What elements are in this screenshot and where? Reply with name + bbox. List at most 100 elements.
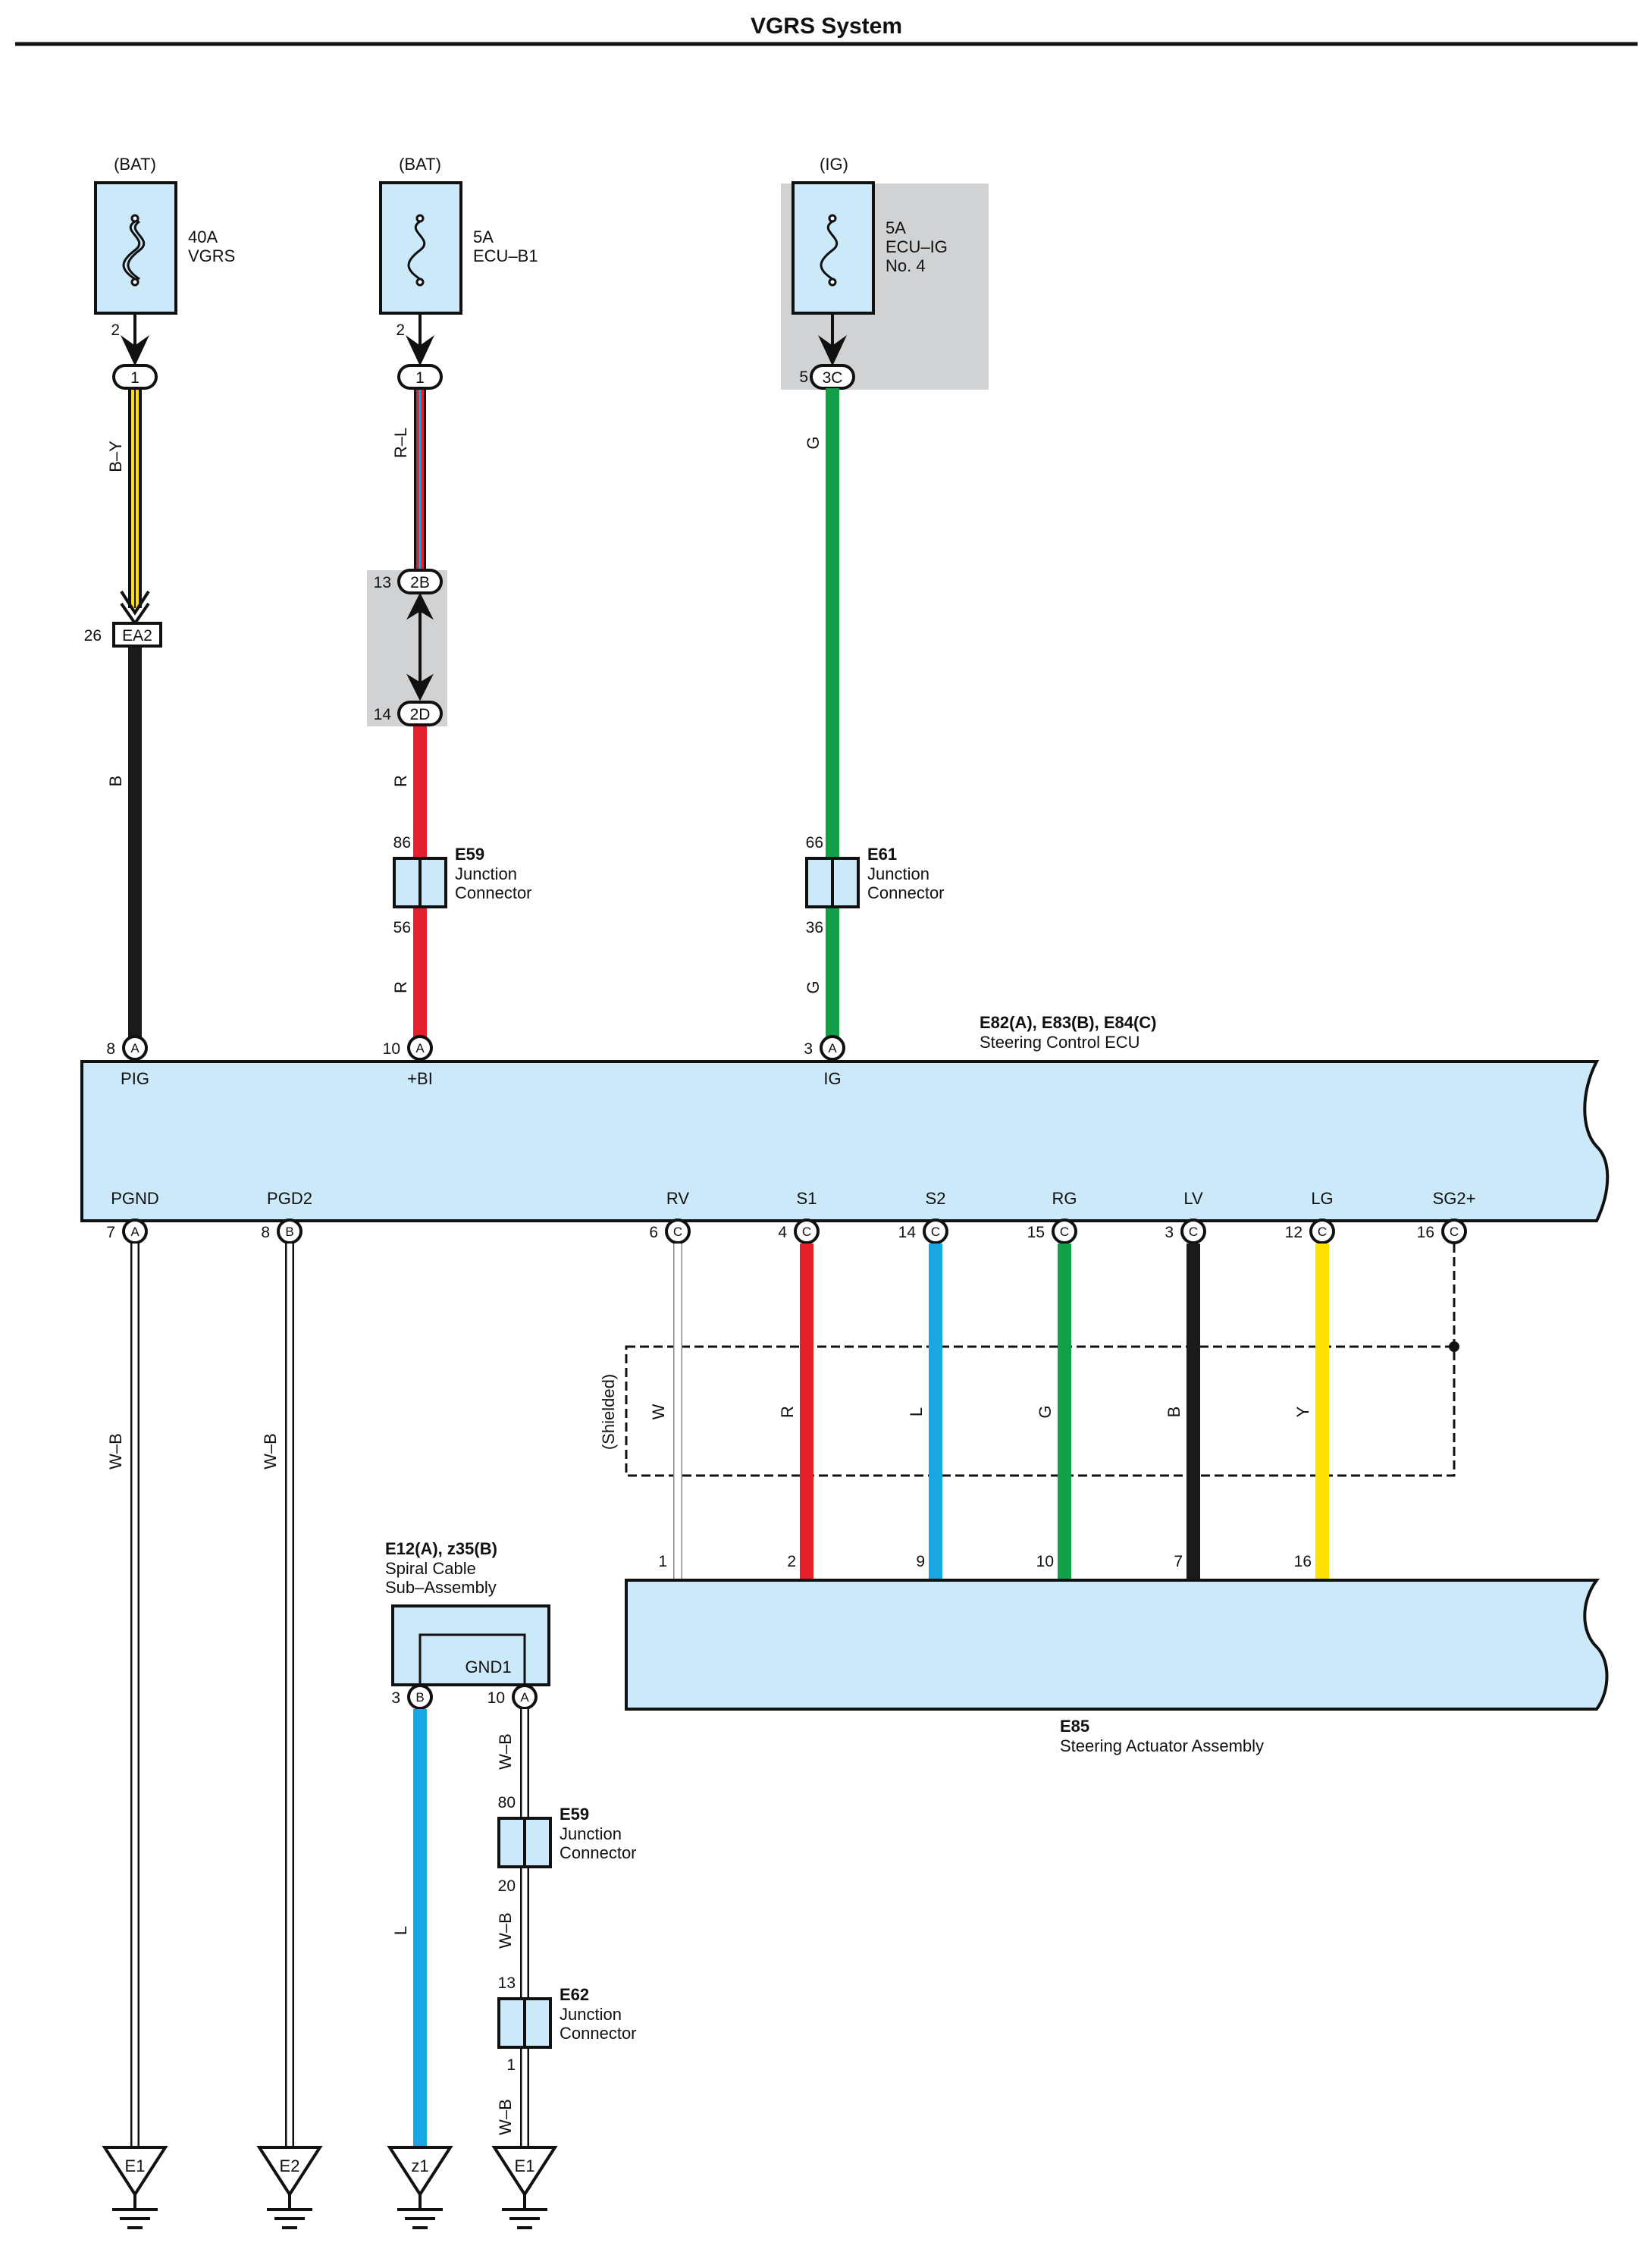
pin-number: 13 bbox=[374, 574, 391, 591]
shield-label: (Shielded) bbox=[599, 1374, 618, 1450]
ecu-terminal-bi: A 10 +BI bbox=[383, 1035, 433, 1088]
fuse-box bbox=[379, 181, 462, 315]
pin-number: 66 bbox=[806, 834, 823, 852]
terminal-pin: 10 bbox=[1036, 1553, 1054, 1570]
terminal-pin: 16 bbox=[1417, 1224, 1434, 1241]
spiral-cable-sub-assembly bbox=[391, 1604, 550, 1686]
spiral-terminal-a: A 10 bbox=[487, 1684, 538, 1710]
terminal-pin: 2 bbox=[787, 1553, 796, 1570]
terminal-connector: C bbox=[1450, 1225, 1459, 1239]
terminal-pin: 9 bbox=[916, 1553, 925, 1570]
terminal-name: S2 bbox=[926, 1189, 946, 1208]
wire-color-label: R bbox=[778, 1406, 797, 1418]
pin-number: 2 bbox=[111, 321, 120, 339]
wire-color-label: L bbox=[907, 1407, 926, 1416]
pin-number: 80 bbox=[498, 1794, 516, 1811]
connector-id: 3C bbox=[823, 369, 843, 387]
terminal-pin: 7 bbox=[1174, 1553, 1183, 1570]
junction-label: Junction bbox=[455, 864, 517, 883]
pin-number: 1 bbox=[506, 2056, 516, 2074]
connector-id: 2B bbox=[410, 574, 430, 591]
fuse-name: ECU–B1 bbox=[473, 246, 538, 265]
pin-number: 86 bbox=[393, 834, 411, 852]
terminal-pin: 16 bbox=[1294, 1553, 1312, 1570]
terminal-name: SG2+ bbox=[1433, 1189, 1476, 1208]
pin-number: 13 bbox=[498, 1974, 516, 1992]
wire-color-label: Y bbox=[1293, 1406, 1312, 1417]
junction-label: Connector bbox=[560, 1843, 637, 1862]
fuse-box bbox=[792, 181, 875, 315]
steering-actuator-assembly bbox=[625, 1579, 1609, 1711]
wire-color-label: G bbox=[804, 436, 823, 449]
fuse-name: VGRS bbox=[188, 246, 235, 265]
svg-text:A: A bbox=[130, 1041, 139, 1055]
signal-wire-lv: B7LV+ bbox=[1165, 1244, 1208, 1604]
terminal-name: PGD2 bbox=[267, 1189, 312, 1208]
wire-color-label: W–B bbox=[496, 1733, 515, 1770]
terminal-connector: C bbox=[1060, 1225, 1069, 1239]
junction-id: E62 bbox=[560, 1985, 589, 2004]
svg-text:+BI: +BI bbox=[407, 1069, 433, 1088]
ground-symbol: E1 bbox=[102, 2146, 168, 2229]
signal-wire-s1: R2S1+ bbox=[778, 1244, 822, 1604]
terminal-name: LG bbox=[1311, 1189, 1333, 1208]
ground-id: E1 bbox=[515, 2156, 535, 2175]
fuse-rating: 5A bbox=[473, 227, 494, 246]
svg-text:3: 3 bbox=[804, 1040, 813, 1058]
signal-wires: W1RV+R2S1+L9S2+G10RG+B7LV+Y16LG+ bbox=[649, 1244, 1338, 1604]
ground-symbol: z1 bbox=[387, 2146, 453, 2229]
connector-oval bbox=[397, 364, 443, 390]
junction-label: Connector bbox=[867, 883, 945, 902]
wire-color-label: G bbox=[804, 980, 823, 993]
terminal-pin: 3 bbox=[1165, 1224, 1174, 1241]
ground-symbol: E2 bbox=[256, 2146, 323, 2229]
wire-color-label: W–B bbox=[106, 1433, 125, 1469]
junction-label: Connector bbox=[455, 883, 532, 902]
ground-id: E1 bbox=[125, 2156, 146, 2175]
signal-wire-rg: G10RG+ bbox=[1036, 1244, 1082, 1604]
connector-ea2 bbox=[112, 622, 162, 648]
terminal-pin: 4 bbox=[778, 1224, 787, 1241]
connector-id: 1 bbox=[130, 369, 139, 387]
spiral-id: E12(A), z35(B) bbox=[385, 1539, 497, 1558]
wire-color-label: G bbox=[1036, 1405, 1055, 1418]
supply-label: (BAT) bbox=[114, 155, 156, 174]
pin-number: 2 bbox=[396, 321, 405, 339]
terminal-name: RV bbox=[666, 1189, 689, 1208]
svg-text:A: A bbox=[415, 1041, 425, 1055]
wire-color-label: W–B bbox=[261, 1433, 280, 1469]
terminal-name: PGND bbox=[111, 1189, 159, 1208]
spiral-label: Sub–Assembly bbox=[385, 1578, 497, 1597]
fuse-leads bbox=[120, 313, 848, 366]
actuator-id: E85 bbox=[1060, 1717, 1089, 1736]
ecu-terminal-ig: A 3 IG bbox=[804, 1035, 845, 1088]
terminal-connector: C bbox=[673, 1225, 682, 1239]
fuse-rating: 5A bbox=[886, 218, 906, 237]
ground-points: E1 E2 z1 E1 bbox=[102, 2146, 558, 2229]
terminal-pin: 6 bbox=[649, 1224, 658, 1241]
terminal-name: RG bbox=[1052, 1189, 1077, 1208]
ecu-terminal-rv: RV C 6 bbox=[649, 1189, 691, 1244]
spiral-terminal-b: B 3 bbox=[391, 1684, 433, 1710]
shield-box bbox=[625, 1345, 1456, 1477]
terminal-connector: C bbox=[1189, 1225, 1198, 1239]
terminal-pin: 12 bbox=[1285, 1224, 1302, 1241]
svg-text:10: 10 bbox=[383, 1040, 400, 1058]
terminal-pin: 1 bbox=[658, 1553, 667, 1570]
svg-text:IG: IG bbox=[823, 1069, 841, 1088]
connector-oval bbox=[112, 364, 158, 390]
terminal-name: S1 bbox=[797, 1189, 817, 1208]
terminal-pin: 15 bbox=[1027, 1224, 1045, 1241]
pin-number: 36 bbox=[806, 919, 823, 936]
terminal-connector: B bbox=[285, 1225, 293, 1239]
double-arrow-icon bbox=[406, 592, 434, 701]
terminal-pin: 7 bbox=[106, 1224, 115, 1241]
pin-number: 14 bbox=[374, 706, 392, 723]
fuse-icon bbox=[122, 214, 146, 287]
connector-id: 1 bbox=[415, 369, 425, 387]
ecu-bottom-terminals: PGNDA7PGD2B8RVC6S1C4S2C14RGC15LVC3LGC12S… bbox=[106, 1189, 1476, 1244]
